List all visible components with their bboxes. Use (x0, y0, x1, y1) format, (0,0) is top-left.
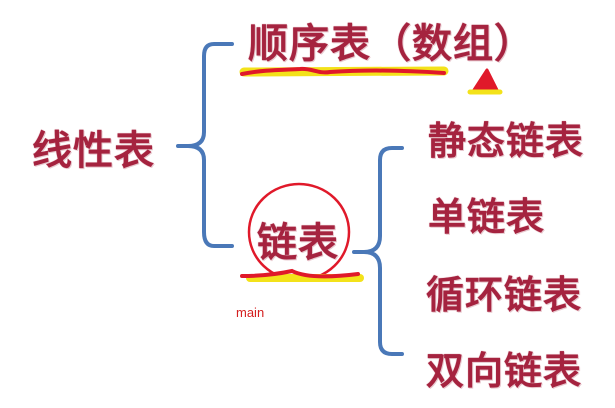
root-brace (176, 42, 234, 248)
root-node-label: 线性表 (32, 128, 155, 174)
doubly-linked-list-label: 双向链表 (426, 349, 583, 393)
circular-linked-list-label: 循环链表 (426, 273, 583, 317)
annotation-main: main (236, 305, 265, 320)
triangle-marker (472, 68, 499, 92)
linked-brace (352, 146, 404, 356)
static-linked-list-label: 静态链表 (428, 119, 585, 163)
linked-underline (240, 268, 360, 279)
linked-list-label: 链表 (257, 220, 339, 266)
sequential-list-label: 顺序表（数组） (248, 21, 535, 67)
seq-underline (240, 66, 446, 76)
singly-linked-list-label: 单链表 (428, 195, 546, 239)
